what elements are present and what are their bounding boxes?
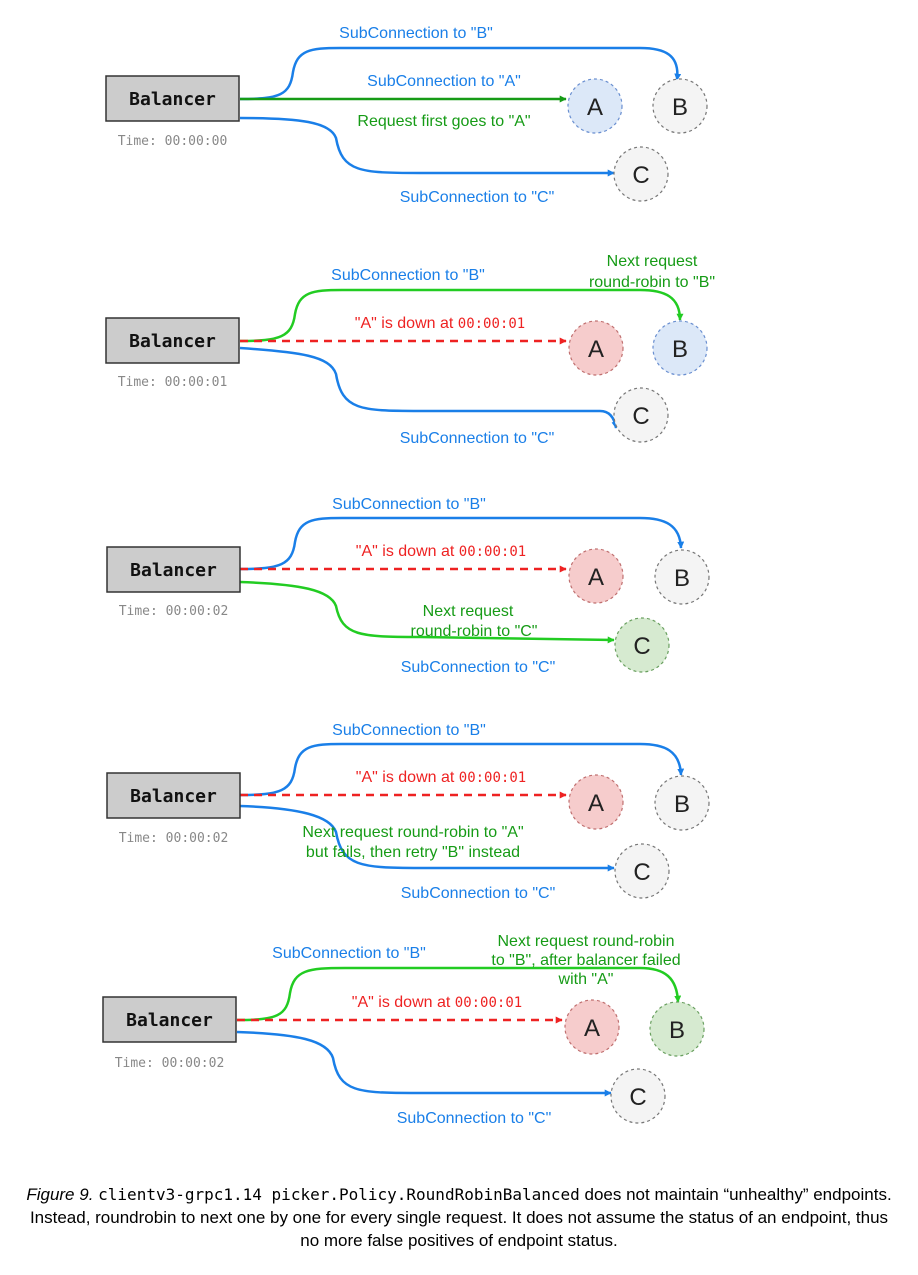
- node-b-label: B: [672, 94, 688, 121]
- balancer-box: [106, 546, 241, 593]
- a-down-time: 00:00:01: [455, 995, 522, 1011]
- node-a-label: A: [587, 94, 603, 121]
- node-a: [568, 774, 624, 830]
- a-down-time: 00:00:01: [458, 316, 525, 332]
- balancer-box: [105, 317, 240, 364]
- node-c-label: C: [633, 633, 650, 660]
- balancer-label: Balancer: [129, 89, 216, 110]
- panel-1: Balancer Time: 00:00:00 A B C SubConnect…: [105, 25, 708, 206]
- node-b: [654, 775, 710, 831]
- time-label: Time: 00:00:02: [115, 1056, 225, 1071]
- subconnection-b-line: [239, 46, 682, 101]
- a-down-text: "A" is down at: [355, 315, 458, 332]
- label-subconnection-c: SubConnection to "C": [400, 189, 555, 206]
- label-subconnection-c: SubConnection to "C": [401, 885, 556, 902]
- node-c-label: C: [632, 162, 649, 189]
- panel-4: Balancer Time: 00:00:02 A B C SubConnect…: [106, 722, 710, 902]
- a-down-text: "A" is down at: [356, 769, 459, 786]
- a-down-text: "A" is down at: [352, 994, 455, 1011]
- label-subconnection-c: SubConnection to "C": [397, 1110, 552, 1127]
- label-subconnection-b: SubConnection to "B": [272, 945, 426, 962]
- node-b: [652, 320, 708, 376]
- a-down-time: 00:00:01: [459, 544, 526, 560]
- subconnection-b-line: [239, 516, 685, 571]
- label-next-request-line2: round-robin to "B": [589, 274, 715, 291]
- node-a: [568, 320, 624, 376]
- figure-caption: Figure 9. clientv3-grpc1.14 picker.Polic…: [20, 1183, 898, 1252]
- label-next-request-line3: with "A": [558, 971, 614, 988]
- label-subconnection-b: SubConnection to "B": [332, 496, 486, 513]
- node-c-label: C: [633, 859, 650, 886]
- node-b-label: B: [674, 791, 690, 818]
- label-next-request-line1: Next request round-robin to "A": [302, 824, 523, 841]
- node-a-label: A: [588, 336, 604, 363]
- label-next-request-line2: but fails, then retry "B" instead: [306, 844, 520, 861]
- node-b-label: B: [669, 1017, 685, 1044]
- node-c: [614, 843, 670, 899]
- label-a-down: "A" is down at 00:00:01: [356, 769, 526, 786]
- node-a: [568, 548, 624, 604]
- node-c-label: C: [632, 403, 649, 430]
- node-a: [564, 999, 620, 1055]
- node-b-label: B: [672, 336, 688, 363]
- subconnection-c-line: [239, 346, 619, 429]
- caption-figure-number: Figure 9.: [26, 1185, 94, 1204]
- node-c-label: C: [629, 1084, 646, 1111]
- label-subconnection-c: SubConnection to "C": [401, 659, 556, 676]
- caption-text: does not maintain “unhealthy” endpoints.…: [29, 1185, 892, 1250]
- label-request-a: Request first goes to "A": [357, 113, 530, 130]
- panel-3: Balancer Time: 00:00:02 A B C SubConnect…: [106, 496, 710, 676]
- round-robin-diagram: Balancer Time: 00:00:00 A B C SubConnect…: [102, 25, 715, 1127]
- subconnection-c-line: [236, 1030, 612, 1097]
- node-c: [613, 146, 669, 202]
- node-b: [654, 549, 710, 605]
- label-next-request-line1: Next request: [607, 253, 698, 270]
- label-subconnection-b: SubConnection to "B": [332, 722, 486, 739]
- subconnection-b-line: [239, 742, 685, 797]
- balancer-box: [106, 772, 241, 819]
- label-subconnection-c: SubConnection to "C": [400, 430, 555, 447]
- label-next-request-line2: to "B", after balancer failed: [491, 952, 680, 969]
- node-c: [614, 617, 670, 673]
- label-next-request-line1: Next request round-robin: [498, 933, 675, 950]
- label-a-down: "A" is down at 00:00:01: [352, 994, 522, 1011]
- node-b: [652, 78, 708, 134]
- balancer-label: Balancer: [126, 1010, 213, 1031]
- node-b: [649, 1001, 705, 1057]
- node-a: [567, 78, 623, 134]
- panel-5: Balancer Time: 00:00:02 A B C SubConnect…: [102, 933, 705, 1127]
- label-subconnection-a: SubConnection to "A": [367, 73, 521, 90]
- label-a-down: "A" is down at 00:00:01: [356, 543, 526, 560]
- time-label: Time: 00:00:02: [119, 831, 229, 846]
- label-subconnection-b: SubConnection to "B": [331, 267, 485, 284]
- node-a-label: A: [584, 1015, 600, 1042]
- label-next-request-line2: round-robin to "C": [411, 623, 538, 640]
- caption-code: clientv3-grpc1.14 picker.Policy.RoundRob…: [98, 1185, 580, 1204]
- subconnection-c-line: [239, 804, 615, 872]
- node-c: [613, 387, 669, 443]
- balancer-label: Balancer: [130, 786, 217, 807]
- node-a-label: A: [588, 564, 604, 591]
- label-a-down: "A" is down at 00:00:01: [355, 315, 525, 332]
- balancer-box: [102, 996, 237, 1043]
- node-b-label: B: [674, 565, 690, 592]
- time-label: Time: 00:00:01: [118, 375, 228, 390]
- next-request-b-line: [239, 288, 684, 343]
- label-next-request-line1: Next request: [423, 603, 514, 620]
- a-down-time: 00:00:01: [459, 770, 526, 786]
- balancer-label: Balancer: [129, 331, 216, 352]
- balancer-label: Balancer: [130, 560, 217, 581]
- node-a-label: A: [588, 790, 604, 817]
- panel-2: Balancer Time: 00:00:01 A B C SubConnect…: [105, 253, 715, 447]
- subconnection-c-line: [239, 116, 615, 177]
- time-label: Time: 00:00:00: [118, 134, 228, 149]
- a-down-text: "A" is down at: [356, 543, 459, 560]
- next-request-c-line: [239, 580, 615, 644]
- balancer-box: [105, 75, 240, 122]
- node-c: [610, 1068, 666, 1124]
- time-label: Time: 00:00:02: [119, 604, 229, 619]
- label-subconnection-b: SubConnection to "B": [339, 25, 493, 42]
- next-request-b-line: [236, 966, 682, 1022]
